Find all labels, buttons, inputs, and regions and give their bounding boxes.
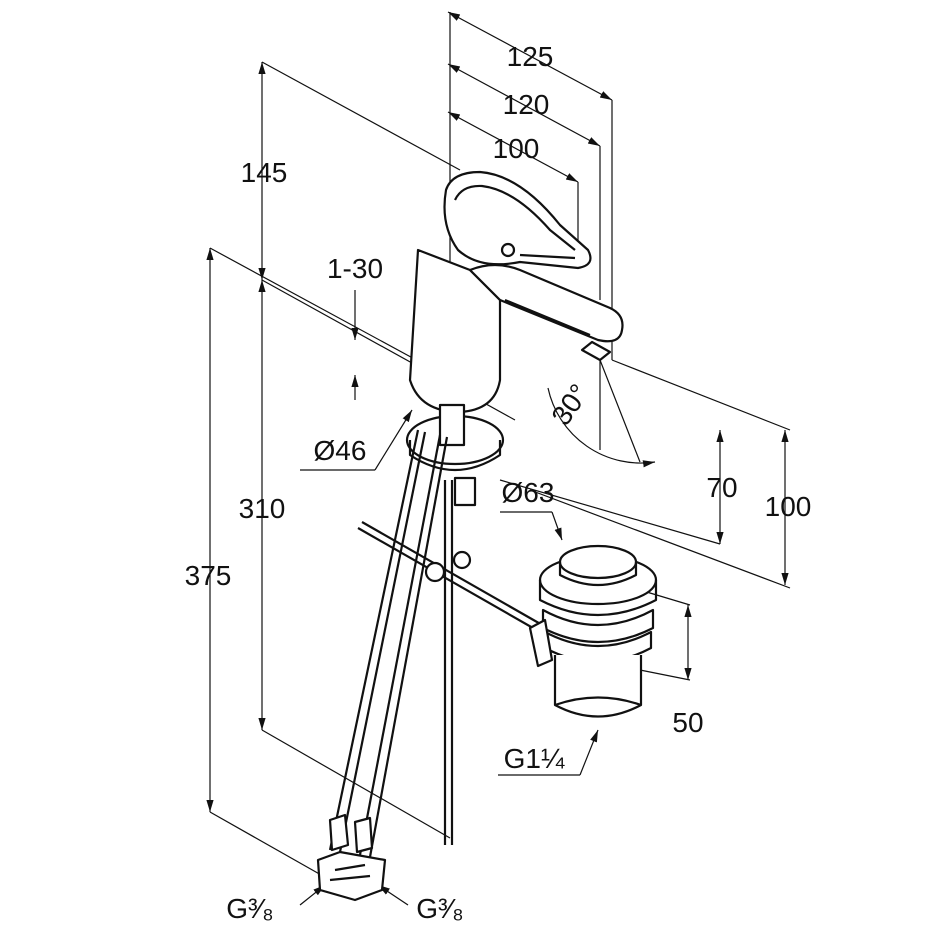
dim-70: 70 — [706, 472, 737, 503]
dim-diameter-46: Ø46 — [314, 435, 367, 466]
dim-g3-8-left: G³⁄₈ — [226, 893, 273, 924]
dimension-lines — [206, 11, 791, 906]
dim-diameter-63: Ø63 — [502, 477, 555, 508]
dim-310: 310 — [239, 493, 286, 524]
dim-145: 145 — [241, 157, 288, 188]
dim-50: 50 — [672, 707, 703, 738]
dim-100-top: 100 — [493, 133, 540, 164]
dim-30-degrees: 30° — [545, 378, 595, 430]
dim-100-right: 100 — [765, 491, 812, 522]
faucet-body — [405, 170, 624, 507]
popup-rod — [357, 521, 545, 633]
waste-valve — [528, 544, 658, 718]
dim-375: 375 — [185, 560, 232, 591]
dim-g1-quarter: G1¼ — [504, 743, 565, 774]
dim-120: 120 — [503, 89, 550, 120]
dim-125: 125 — [507, 41, 554, 72]
supply-hoses — [316, 429, 454, 902]
dim-g3-8-right: G³⁄₈ — [416, 893, 463, 924]
dimension-labels: 125 120 100 145 1-30 Ø46 310 375 Ø63 30°… — [185, 41, 812, 924]
dim-1-30: 1-30 — [327, 253, 383, 284]
